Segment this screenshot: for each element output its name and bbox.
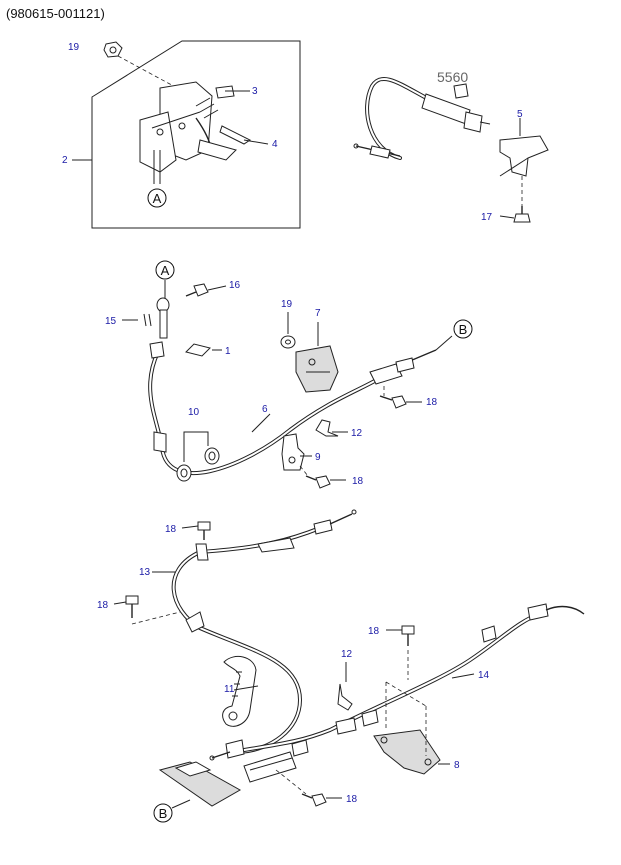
callout-b-mid-circle bbox=[453, 319, 473, 339]
clamp-9 bbox=[281, 433, 305, 471]
diagram-code-label: (980615-001121) bbox=[6, 6, 105, 21]
bracket-7 bbox=[295, 322, 339, 393]
part-number-4: 4 bbox=[272, 139, 278, 150]
part-number-19-mid: 19 bbox=[281, 299, 293, 310]
part-number-3: 3 bbox=[252, 86, 258, 97]
part-number-12-mid: 12 bbox=[351, 428, 363, 439]
callout-a-top-circle bbox=[147, 188, 167, 208]
part-number-18-e: 18 bbox=[368, 626, 380, 637]
bolt-18d bbox=[125, 595, 139, 618]
callout-a-top: A bbox=[153, 191, 162, 206]
nut-19-top bbox=[103, 41, 123, 58]
callout-b-bottom-circle bbox=[153, 803, 173, 823]
release-handle-bracket bbox=[499, 135, 549, 177]
part-number-11: 11 bbox=[224, 684, 235, 695]
part-number-17: 17 bbox=[481, 212, 493, 223]
front-cable-group: A bbox=[122, 260, 473, 489]
part-number-18-d: 18 bbox=[97, 600, 109, 611]
bolt-17 bbox=[513, 206, 531, 223]
pedal-bracket bbox=[139, 81, 237, 184]
part-number-12-bottom: 12 bbox=[341, 649, 353, 660]
callout-b-bottom: B bbox=[159, 806, 168, 821]
part-number-5: 5 bbox=[517, 109, 523, 120]
part-number-18-c: 18 bbox=[165, 524, 177, 535]
clip-12-mid bbox=[315, 419, 339, 437]
part-number-8: 8 bbox=[454, 760, 460, 771]
bolt-16 bbox=[185, 283, 209, 297]
part-number-10: 10 bbox=[188, 407, 200, 418]
pin-15 bbox=[122, 313, 152, 327]
washer-19-mid bbox=[280, 312, 296, 349]
bolt-18c bbox=[197, 521, 211, 540]
release-cable bbox=[365, 76, 432, 160]
part-number-13: 13 bbox=[139, 567, 151, 578]
bracket-11 bbox=[222, 655, 257, 727]
mounting-plate-b bbox=[158, 761, 242, 807]
clip-12-bottom bbox=[337, 662, 353, 711]
part-number-19: 19 bbox=[68, 42, 80, 53]
bolt-18b bbox=[305, 475, 331, 489]
part-number-1: 1 bbox=[225, 346, 231, 357]
part-number-15: 15 bbox=[105, 316, 117, 327]
rear-cables-group: B bbox=[113, 509, 585, 823]
part-number-7: 7 bbox=[315, 308, 321, 319]
part-number-16: 16 bbox=[229, 280, 241, 291]
part-number-9: 9 bbox=[315, 452, 321, 463]
callout-a-mid: A bbox=[161, 263, 170, 278]
callout-b-mid: B bbox=[459, 322, 468, 337]
pedal-assembly-frame bbox=[91, 40, 301, 229]
callout-a-mid-circle bbox=[155, 260, 175, 280]
part-number-18-a: 18 bbox=[426, 397, 438, 408]
part-number-2: 2 bbox=[62, 155, 68, 166]
bolt-18a bbox=[379, 395, 407, 409]
grommets-10 bbox=[176, 431, 220, 482]
release-handle-group: 5560 bbox=[353, 69, 549, 223]
sub-ref-5560: 5560 bbox=[437, 69, 468, 85]
pedal-assembly-group: A bbox=[72, 40, 301, 229]
part-number-18-b: 18 bbox=[352, 476, 364, 487]
bolt-18e bbox=[401, 625, 415, 646]
part-number-18-f: 18 bbox=[346, 794, 358, 805]
bolt-18f bbox=[301, 793, 327, 807]
part-number-labels: 19 3 4 2 5 17 16 15 1 19 7 18 10 6 12 9 … bbox=[62, 42, 523, 805]
part-number-6: 6 bbox=[262, 404, 268, 415]
clip-1 bbox=[185, 343, 222, 357]
part-number-14: 14 bbox=[478, 670, 490, 681]
bracket-8 bbox=[373, 681, 441, 775]
